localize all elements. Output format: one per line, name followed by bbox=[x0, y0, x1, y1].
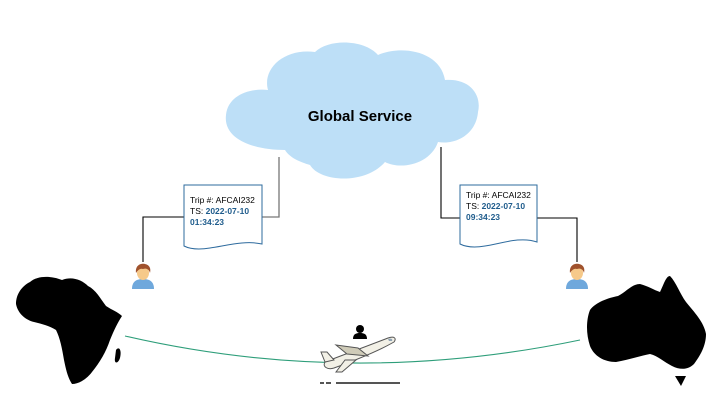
trip-document-left[interactable]: Trip #: AFCAI232 TS: 2022-07-10 01:34:23 bbox=[183, 184, 263, 250]
timestamp-time: 09:34:23 bbox=[466, 212, 500, 222]
australia-silhouette bbox=[587, 276, 706, 386]
cloud-shape bbox=[225, 42, 479, 179]
user-icon bbox=[566, 263, 588, 289]
timestamp-line: TS: 2022-07-10 bbox=[190, 206, 249, 216]
timestamp-prefix: TS: bbox=[466, 201, 482, 211]
flight-group bbox=[320, 325, 400, 384]
user-icon bbox=[132, 263, 154, 289]
connector-right-doc-to-user bbox=[537, 217, 578, 262]
africa-silhouette bbox=[16, 276, 122, 384]
airplane-icon bbox=[320, 336, 396, 373]
connectors bbox=[142, 147, 578, 262]
document-shape bbox=[459, 184, 538, 248]
trip-number: Trip #: AFCAI232 bbox=[466, 190, 531, 200]
timestamp-date: 2022-07-10 bbox=[482, 201, 526, 211]
timestamp-prefix: TS: bbox=[190, 206, 206, 216]
timestamp-time: 01:34:23 bbox=[190, 217, 224, 227]
trip-document-right[interactable]: Trip #: AFCAI232 TS: 2022-07-10 09:34:23 bbox=[459, 184, 538, 248]
timestamp-date: 2022-07-10 bbox=[206, 206, 250, 216]
timestamp-line: TS: 2022-07-10 bbox=[466, 201, 525, 211]
cloud-label: Global Service bbox=[308, 108, 412, 125]
connector-cloud-to-left-doc bbox=[262, 157, 280, 218]
connector-left-doc-to-user bbox=[142, 216, 184, 262]
connector-cloud-to-right-doc bbox=[440, 147, 460, 219]
document-shape bbox=[183, 184, 263, 250]
global-service-cloud: Global Service bbox=[225, 42, 479, 179]
person-icon bbox=[353, 325, 367, 339]
trip-number: Trip #: AFCAI232 bbox=[190, 195, 255, 205]
